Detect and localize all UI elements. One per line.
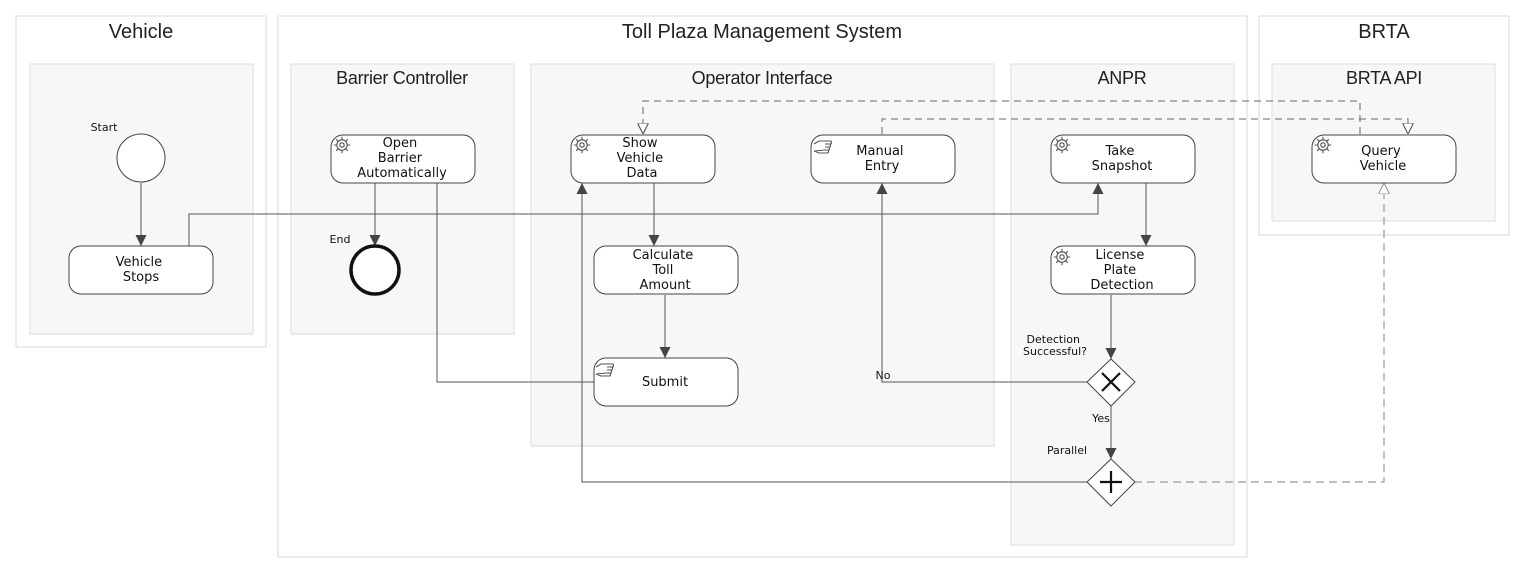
lane-title-operator: Operator Interface	[692, 68, 833, 88]
task-line: Data	[626, 166, 657, 181]
exclusive-x-icon	[1101, 372, 1121, 392]
gateway-parallel-label: Parallel	[1047, 444, 1087, 457]
task-line: License	[1095, 248, 1144, 263]
lane-title-brta-api: BRTA API	[1346, 68, 1422, 88]
pool-title-vehicle: Vehicle	[109, 21, 174, 43]
parallel-plus-icon	[1100, 471, 1122, 493]
svg-text:Show Vehicle Data: Show Vehicle Data	[617, 136, 668, 181]
task-line: Manual	[856, 144, 903, 159]
task-query-vehicle: Query Vehicle	[1311, 134, 1457, 184]
flow-gateway-no-to-manual	[876, 183, 1089, 383]
task-license-plate-detection: License Plate Detection	[1050, 245, 1196, 295]
task-line: Calculate	[633, 248, 694, 263]
gateway-label: Successful?	[1023, 345, 1087, 358]
message-manual-to-query	[881, 118, 1408, 134]
svg-text:Vehicle Stops: Vehicle Stops	[116, 255, 167, 285]
gateway-label: Detection	[1027, 333, 1080, 346]
svg-text:License Plate Dete: License Plate Detection	[1090, 248, 1153, 293]
message-query-to-show-data	[643, 100, 1361, 134]
task-line: Snapshot	[1092, 159, 1153, 174]
flow-vehicle-stops-to-snapshot	[188, 183, 1104, 246]
task-open-barrier: Open Barrier Automatically	[330, 134, 476, 184]
svg-text:Take Snapshot: Take Snapshot	[1092, 144, 1153, 174]
flow-parallel-to-show-data	[576, 183, 1089, 483]
task-line: Stops	[123, 270, 160, 285]
lane-title-anpr: ANPR	[1098, 68, 1147, 88]
task-show-vehicle-data: Show Vehicle Data	[570, 134, 716, 184]
task-calculate-toll: Calculate Toll Amount	[593, 245, 739, 295]
end-event-label: End	[330, 233, 351, 246]
task-line: Vehicle	[116, 255, 163, 270]
svg-text:Submit: Submit	[642, 375, 688, 390]
gateway-parallel: Parallel	[1047, 444, 1136, 507]
lane-title-barrier: Barrier Controller	[336, 68, 468, 88]
task-line: Toll	[651, 263, 673, 278]
svg-text:Manual Entry: Manual Entry	[856, 144, 907, 174]
message-flows	[643, 100, 1408, 483]
task-vehicle-stops: Vehicle Stops	[68, 245, 214, 295]
task-line: Detection	[1090, 278, 1153, 293]
task-line: Take	[1105, 144, 1135, 159]
svg-text:Calculate Toll Amo: Calculate Toll Amount	[633, 248, 698, 293]
svg-text:Open Barrier Autom: Open Barrier Automatically	[357, 136, 447, 181]
task-line: Vehicle	[617, 151, 664, 166]
task-line: Show	[622, 136, 657, 151]
flow-submit-to-open-barrier	[431, 160, 594, 383]
task-line: Plate	[1104, 263, 1137, 278]
task-line: Entry	[865, 159, 900, 174]
task-manual-entry: Manual Entry	[810, 134, 956, 184]
task-line: Barrier	[378, 151, 423, 166]
svg-text:Detection Successful?: Detection Successful?	[1023, 333, 1087, 358]
lane-barrier-controller: Barrier Controller	[290, 63, 515, 335]
task-line: Query	[1361, 144, 1401, 159]
pool-title-brta: BRTA	[1358, 21, 1410, 43]
task-submit: Submit	[593, 357, 739, 407]
start-event-label: Start	[91, 121, 119, 134]
svg-text:Query Vehicle: Query Vehicle	[1360, 144, 1407, 174]
task-line: Automatically	[357, 166, 447, 181]
sequence-flows	[135, 160, 1152, 483]
message-parallel-to-query	[1134, 183, 1384, 483]
task-line: Submit	[642, 375, 688, 390]
pool-brta: BRTA BRTA API	[1258, 15, 1510, 236]
gateway-detection-successful: Detection Successful?	[1023, 333, 1136, 407]
pool-title-system: Toll Plaza Management System	[622, 21, 902, 43]
pool-vehicle: Vehicle	[15, 15, 267, 348]
end-event: End	[330, 233, 401, 296]
start-event: Start	[91, 121, 166, 183]
task-line: Amount	[639, 278, 690, 293]
task-line: Open	[383, 136, 418, 151]
flow-label-no: No	[876, 369, 891, 382]
flow-label-yes: Yes	[1091, 412, 1110, 425]
task-take-snapshot: Take Snapshot	[1050, 134, 1196, 184]
task-line: Vehicle	[1360, 159, 1407, 174]
